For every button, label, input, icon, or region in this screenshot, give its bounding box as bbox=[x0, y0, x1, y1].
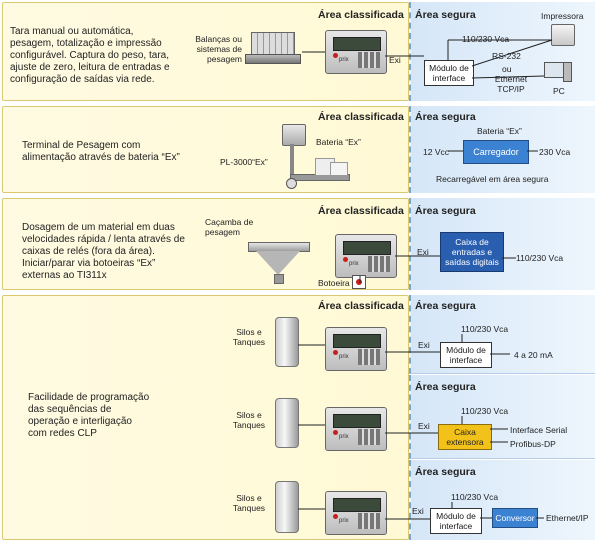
safe-area-label: Área segura bbox=[415, 9, 476, 21]
terminal-keypad bbox=[358, 429, 380, 445]
row-dosing: Área classificada Área segura Dosagem de… bbox=[0, 196, 596, 292]
power-label: 110/230 Vca bbox=[451, 492, 499, 502]
safe-area-label: Área segura bbox=[415, 300, 476, 312]
scale-label: Balanças ou sistemas de pesagem bbox=[195, 34, 242, 64]
tanks-label: Silos e Tanques bbox=[232, 493, 266, 513]
safe-area-label: Área segura bbox=[415, 381, 476, 393]
terminal-brand: prix bbox=[339, 57, 349, 63]
classified-area-label: Área classificada bbox=[318, 300, 404, 312]
vcc-label: 12 Vcc bbox=[423, 147, 449, 157]
row-description: Terminal de Pesagem com alimentação atra… bbox=[22, 140, 180, 163]
vca-label: 230 Vca bbox=[539, 147, 571, 157]
terminal-display bbox=[333, 414, 381, 428]
exi-label: Exi bbox=[389, 55, 401, 65]
tanks-label: Silos e Tanques bbox=[232, 327, 266, 347]
weighing-terminal: prix bbox=[335, 234, 397, 278]
terminal-keypad bbox=[358, 349, 380, 365]
interface-module-box: Módulo de interface bbox=[430, 508, 482, 534]
power-label: 110/230 Vca bbox=[461, 324, 509, 334]
tank-icon bbox=[275, 481, 299, 533]
ethernet-ip-label: Ethernet/IP bbox=[546, 513, 589, 523]
push-button-icon bbox=[352, 275, 366, 289]
weighing-terminal: prix bbox=[325, 491, 387, 535]
safe-area-label: Área segura bbox=[415, 205, 476, 217]
terminal-brand: prix bbox=[349, 261, 359, 267]
terminal-indicator bbox=[333, 53, 338, 58]
digital-io-box: Caixa de entradas e saídas digitais bbox=[440, 232, 504, 272]
weighing-terminal: prix bbox=[325, 407, 387, 451]
pallet-truck-icon bbox=[260, 122, 350, 189]
exi-label: Exi bbox=[417, 247, 429, 257]
interface-module-box: Módulo de interface bbox=[424, 60, 474, 86]
row-weighing: Área classificada Área segura Tara manua… bbox=[0, 0, 596, 103]
safe-area-label: Área segura bbox=[415, 466, 476, 478]
converter-box: Conversor bbox=[492, 508, 538, 528]
terminal-brand: prix bbox=[339, 518, 349, 524]
terminal-indicator bbox=[343, 257, 348, 262]
terminal-indicator bbox=[333, 430, 338, 435]
terminal-keypad bbox=[358, 513, 380, 529]
pc-label: PC bbox=[553, 86, 565, 96]
interface-module-box: Módulo de interface bbox=[440, 342, 492, 368]
terminal-indicator bbox=[333, 350, 338, 355]
terminal-brand: prix bbox=[339, 354, 349, 360]
power-label: 110/230 Vca bbox=[462, 34, 510, 44]
pc-icon bbox=[544, 62, 572, 82]
exi-label: Exi bbox=[418, 340, 430, 350]
extension-box: Caixa extensora bbox=[438, 424, 492, 450]
terminal-display bbox=[333, 334, 381, 348]
row-description: Dosagem de um material em duas velocidad… bbox=[22, 222, 185, 281]
printer-icon bbox=[551, 24, 575, 46]
recharge-note: Recarregável em área segura bbox=[436, 174, 549, 184]
terminal-display bbox=[333, 37, 381, 51]
tanks-label: Silos e Tanques bbox=[232, 410, 266, 430]
hopper-icon bbox=[246, 242, 310, 284]
battery-safe-label: Bateria “Ex” bbox=[477, 126, 522, 136]
exi-label: Exi bbox=[412, 506, 424, 516]
row-battery: Área classificada Área segura Terminal d… bbox=[0, 104, 596, 195]
terminal-display bbox=[343, 241, 391, 255]
bucket-label: Caçamba de pesagem bbox=[205, 217, 254, 237]
terminal-indicator bbox=[333, 514, 338, 519]
classified-area-label: Área classificada bbox=[318, 205, 404, 217]
ethernet-label: Ethernet TCP/IP bbox=[494, 74, 528, 94]
row-description: Facilidade de programação das sequências… bbox=[28, 392, 150, 439]
serial-interface-label: Interface Serial bbox=[510, 425, 568, 435]
profibus-label: Profibus-DP bbox=[510, 439, 556, 449]
safe-area-panel-serial bbox=[409, 375, 595, 459]
weighing-terminal: prix bbox=[325, 30, 387, 74]
scale-platform-icon bbox=[245, 32, 301, 66]
charger-box: Carregador bbox=[463, 140, 529, 164]
button-label: Botoeira bbox=[318, 278, 350, 288]
printer-label: Impressora bbox=[541, 11, 584, 21]
or-label: ou bbox=[502, 64, 512, 74]
classified-area-label: Área classificada bbox=[318, 9, 404, 21]
analog-output-label: 4 a 20 mA bbox=[514, 350, 553, 360]
weighing-terminal: prix bbox=[325, 327, 387, 371]
power-label: 110/230 Vca bbox=[516, 253, 564, 263]
power-label: 110/230 Vca bbox=[461, 406, 509, 416]
pallet-label: PL-3000“Ex” bbox=[220, 157, 268, 167]
classified-area-label: Área classificada bbox=[318, 111, 404, 123]
row-description: Tara manual ou automática, pesagem, tota… bbox=[10, 26, 170, 85]
battery-label: Bateria “Ex” bbox=[316, 137, 361, 147]
rs232-label: RS-232 bbox=[492, 51, 521, 61]
terminal-brand: prix bbox=[339, 434, 349, 440]
tank-icon bbox=[275, 317, 299, 367]
terminal-keypad bbox=[368, 256, 390, 272]
safe-area-label: Área segura bbox=[415, 111, 476, 123]
exi-label: Exi bbox=[418, 421, 430, 431]
tank-icon bbox=[275, 398, 299, 448]
terminal-keypad bbox=[358, 52, 380, 68]
terminal-display bbox=[333, 498, 381, 512]
